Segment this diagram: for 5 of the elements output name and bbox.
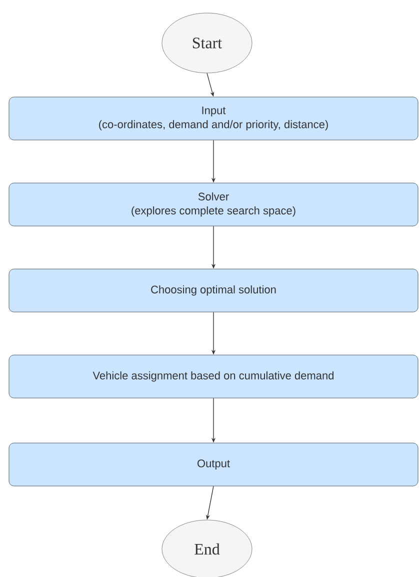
process-box: Output bbox=[8, 442, 418, 486]
process-box: Input (co-ordinates, demand and/or priority, distance) bbox=[8, 96, 418, 140]
process-box: Choosing optimal solution bbox=[8, 268, 418, 312]
process-box: Vehicle assignment based on cumulative demand bbox=[8, 354, 418, 398]
process-box: Solver (explores complete search space) bbox=[8, 182, 418, 226]
